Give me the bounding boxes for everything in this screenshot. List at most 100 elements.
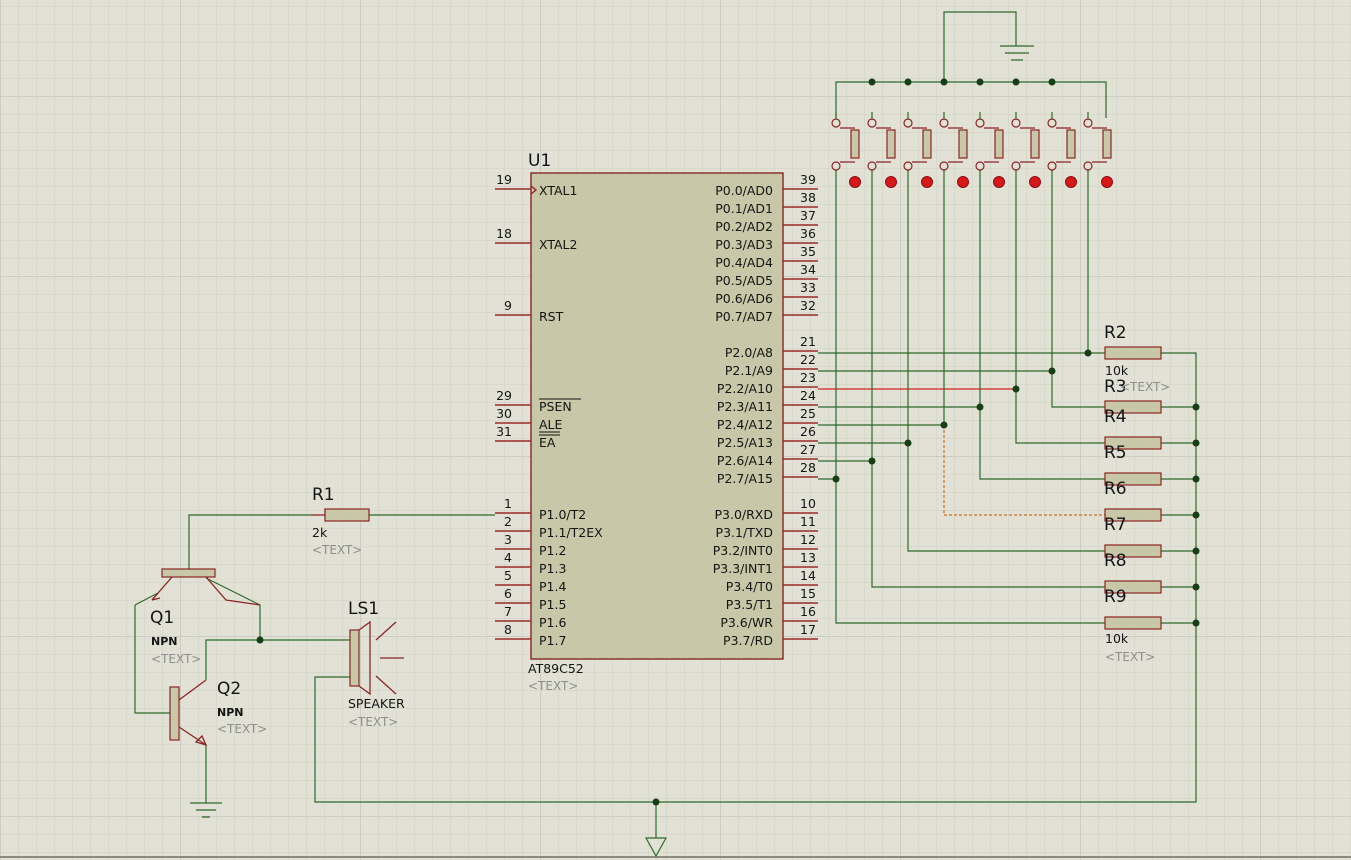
ls1-type: SPEAKER: [348, 696, 405, 711]
pin-name: PSEN: [539, 399, 572, 414]
pin-number: 27: [800, 442, 816, 457]
pin-number: 10: [800, 496, 816, 511]
mcu-left-pin[interactable]: 3P1.2: [495, 532, 566, 558]
q1-text: <TEXT>: [151, 652, 201, 666]
pin-name: P2.6/A14: [717, 453, 773, 468]
mcu-body[interactable]: [530, 172, 784, 660]
pushbutton[interactable]: [1047, 112, 1077, 188]
pin-name: P1.7: [539, 633, 566, 648]
mcu-part: AT89C52: [528, 661, 584, 676]
pin-name: P0.3/AD3: [715, 237, 773, 252]
junctions: [256, 78, 1200, 806]
bank-resistor[interactable]: [1104, 544, 1162, 558]
mcu-text: <TEXT>: [528, 679, 578, 693]
pin-number: 36: [800, 226, 816, 241]
mcu-left-pin[interactable]: 5P1.4: [495, 568, 566, 594]
pushbutton[interactable]: [831, 112, 861, 188]
pushbutton[interactable]: [939, 112, 969, 188]
bank-resistor[interactable]: [1104, 508, 1162, 522]
ground-q2-icon: [190, 802, 222, 818]
mcu-left-pin[interactable]: 6P1.5: [495, 586, 566, 612]
pin-name: XTAL2: [539, 237, 577, 252]
r2-ref: R2: [1104, 323, 1127, 343]
pushbutton[interactable]: [867, 112, 897, 188]
bank-resistor[interactable]: [1104, 400, 1162, 414]
pushbutton[interactable]: [1083, 112, 1113, 188]
pin-number: 17: [800, 622, 816, 637]
transistor-q1[interactable]: Q1 NPN <TEXT>: [150, 568, 261, 666]
speaker-ls1[interactable]: LS1 SPEAKER <TEXT>: [348, 599, 405, 729]
pin-name: P2.1/A9: [725, 363, 773, 378]
bank-resistor[interactable]: [1104, 346, 1162, 360]
transistor-q2[interactable]: Q2 NPN <TEXT>: [169, 679, 267, 747]
switch-contact-icon: [921, 176, 933, 188]
mcu-left-pin[interactable]: 8P1.7: [495, 622, 566, 648]
r3-text: <TEXT>: [1120, 380, 1170, 394]
pin-name: P3.5/T1: [726, 597, 773, 612]
bank-resistor[interactable]: [1104, 580, 1162, 594]
mcu-left-pin[interactable]: 4P1.3: [495, 550, 566, 576]
pushbutton[interactable]: [903, 112, 933, 188]
switch-contact-icon: [957, 176, 969, 188]
pin-name: ALE: [539, 417, 563, 432]
r3-ref: R3: [1104, 377, 1127, 397]
pin-name: P1.6: [539, 615, 566, 630]
pin-name: P1.2: [539, 543, 566, 558]
mcu-left-pin[interactable]: 7P1.6: [495, 604, 566, 630]
bank-resistor-label: R5: [1104, 443, 1127, 463]
pin-name: EA: [539, 435, 556, 450]
pin-number: 4: [504, 550, 512, 565]
pushbutton[interactable]: [1011, 112, 1041, 188]
pin-number: 35: [800, 244, 816, 259]
pushbutton-array[interactable]: [831, 112, 1113, 188]
ground-main-icon: [644, 837, 668, 858]
pin-number: 2: [504, 514, 512, 529]
bank-resistor[interactable]: [1104, 616, 1162, 630]
mcu-u1[interactable]: U1 AT89C52 <TEXT> 19XTAL118XTAL29RST29PS…: [495, 151, 818, 693]
switch-contact-icon: [1101, 176, 1113, 188]
pin-number: 3: [504, 532, 512, 547]
resistor-r1[interactable]: R1 2k <TEXT>: [311, 485, 370, 557]
bank-resistor[interactable]: [1104, 472, 1162, 486]
pin-name: P2.2/A10: [717, 381, 773, 396]
mcu-left-pin[interactable]: 1P1.0/T2: [495, 496, 586, 522]
bank-resistor[interactable]: [1104, 436, 1162, 450]
pin-name: P0.6/AD6: [715, 291, 773, 306]
mcu-left-pin[interactable]: 2P1.1/T2EX: [495, 514, 603, 540]
pushbutton[interactable]: [975, 112, 1005, 188]
pin-number: 28: [800, 460, 816, 475]
ls1-ref: LS1: [348, 599, 379, 619]
